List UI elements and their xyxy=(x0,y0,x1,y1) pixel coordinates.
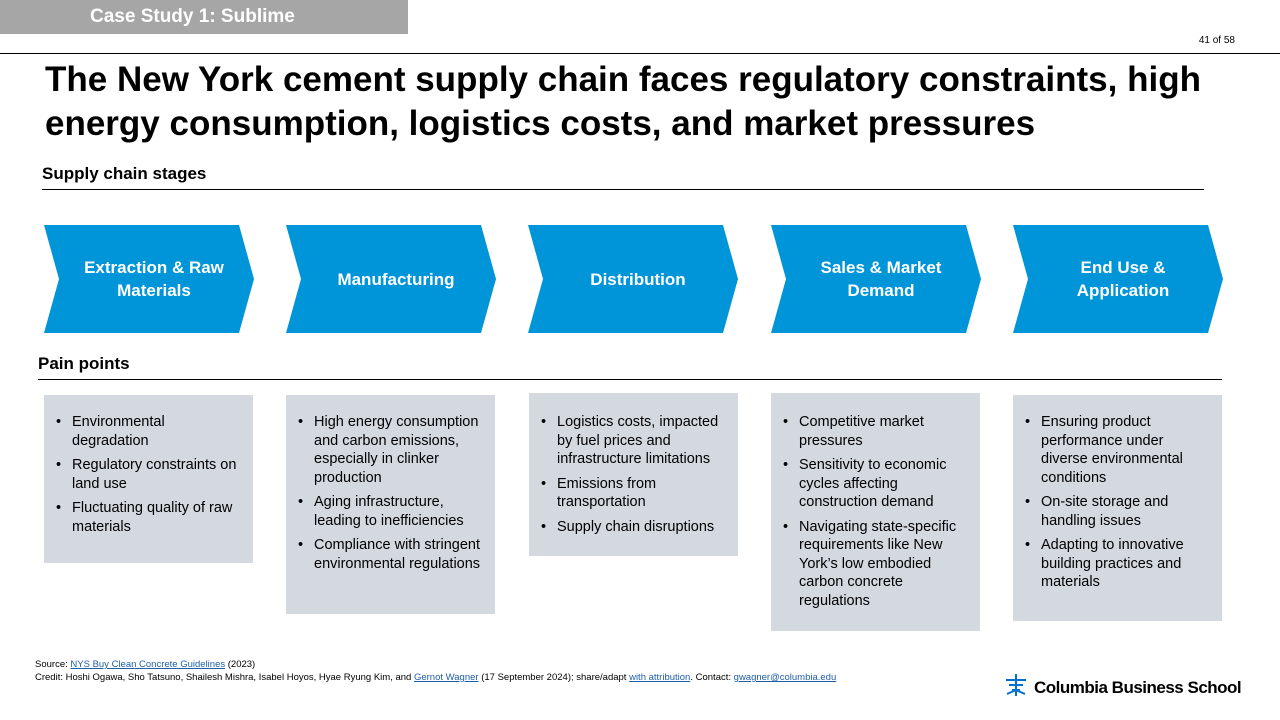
pain-point-item: Compliance with stringent environmental … xyxy=(298,536,485,573)
stage-chevron-distribution: Distribution xyxy=(528,225,738,333)
pain-point-item: Competitive market pressures xyxy=(783,413,970,450)
pain-point-item: Environmental degradation xyxy=(56,413,243,450)
stage-chevron-sales: Sales & Market Demand xyxy=(771,225,981,333)
chevron-shape xyxy=(286,225,496,333)
stage-label: Distribution xyxy=(590,269,686,289)
credit-line: Credit: Hoshi Ogawa, Sho Tatsuno, Shaile… xyxy=(35,672,836,683)
page-number: 41 of 58 xyxy=(1198,35,1235,46)
slide-title: The New York cement supply chain faces r… xyxy=(45,60,1201,143)
pain-point-item: Logistics costs, impacted by fuel prices… xyxy=(541,413,728,469)
stage-chevron-manufacturing: Manufacturing xyxy=(286,225,496,333)
pain-list: Competitive market pressuresSensitivity … xyxy=(781,413,970,610)
pain-divider xyxy=(38,379,1222,380)
chevron-shape xyxy=(771,225,981,333)
author-link[interactable]: Gernot Wagner xyxy=(413,672,479,683)
stage-label: End Use & Application xyxy=(1076,258,1170,300)
stage-label: Sales & Market Demand xyxy=(820,258,942,300)
credit-prefix: Credit: Hoshi Ogawa, Sho Tatsuno, Shaile… xyxy=(35,672,414,683)
source-link[interactable]: NYS Buy Clean Concrete Guidelines xyxy=(70,659,226,670)
pain-box-end-use: Ensuring product performance under diver… xyxy=(1013,395,1222,621)
pain-list: Ensuring product performance under diver… xyxy=(1023,413,1212,592)
pain-point-item: Navigating state-specific requirements l… xyxy=(783,518,970,611)
stages-section-label: Supply chain stages xyxy=(42,164,207,183)
pain-list: Environmental degradationRegulatory cons… xyxy=(54,413,243,536)
pain-list: Logistics costs, impacted by fuel prices… xyxy=(539,413,728,536)
pain-box-sales: Competitive market pressuresSensitivity … xyxy=(771,393,980,631)
pain-box-manufacturing: High energy consumption and carbon emiss… xyxy=(286,395,495,614)
pain-point-item: Supply chain disruptions xyxy=(541,518,728,537)
pain-point-item: On-site storage and handling issues xyxy=(1025,493,1212,530)
pain-point-item: Regulatory constraints on land use xyxy=(56,456,243,493)
pain-list: High energy consumption and carbon emiss… xyxy=(296,413,485,573)
pain-point-item: Adapting to innovative building practice… xyxy=(1025,536,1212,592)
stage-label: Manufacturing xyxy=(337,269,455,289)
pain-point-item: Emissions from transportation xyxy=(541,475,728,512)
pain-point-item: High energy consumption and carbon emiss… xyxy=(298,413,485,487)
pain-point-item: Ensuring product performance under diver… xyxy=(1025,413,1212,487)
pain-point-item: Sensitivity to economic cycles affecting… xyxy=(783,456,970,512)
credit-mid: (17 September 2024); share/adapt xyxy=(478,672,630,683)
logo-text: Columbia Business School xyxy=(1034,677,1242,697)
chevron-shape xyxy=(44,225,254,333)
stage-chevron-extraction: Extraction & Raw Materials xyxy=(44,225,254,333)
pain-box-extraction: Environmental degradationRegulatory cons… xyxy=(44,395,253,563)
stage-label: Extraction & Raw Materials xyxy=(84,258,224,300)
stages-divider xyxy=(42,189,1204,190)
chevron-shape xyxy=(528,225,738,333)
contact-email-link[interactable]: gwagner@columbia.edu xyxy=(733,672,837,683)
contact-prefix: . Contact: xyxy=(690,672,734,683)
source-line: Source: NYS Buy Clean Concrete Guideline… xyxy=(35,659,255,670)
chevron-shape xyxy=(1013,225,1223,333)
pain-point-item: Aging infrastructure, leading to ineffic… xyxy=(298,493,485,530)
columbia-crown-icon xyxy=(1003,672,1029,703)
stage-chevron-end-use: End Use & Application xyxy=(1013,225,1223,333)
attribution-link[interactable]: with attribution xyxy=(629,672,691,683)
pain-point-item: Fluctuating quality of raw materials xyxy=(56,499,243,536)
columbia-business-school-logo: Columbia Business School xyxy=(1003,672,1242,703)
source-prefix: Source: xyxy=(35,659,71,670)
source-suffix: (2023) xyxy=(225,659,256,670)
header-divider xyxy=(0,53,1280,54)
case-study-tag: Case Study 1: Sublime xyxy=(0,0,408,34)
pain-box-distribution: Logistics costs, impacted by fuel prices… xyxy=(529,393,738,556)
pain-section-label: Pain points xyxy=(38,354,130,373)
